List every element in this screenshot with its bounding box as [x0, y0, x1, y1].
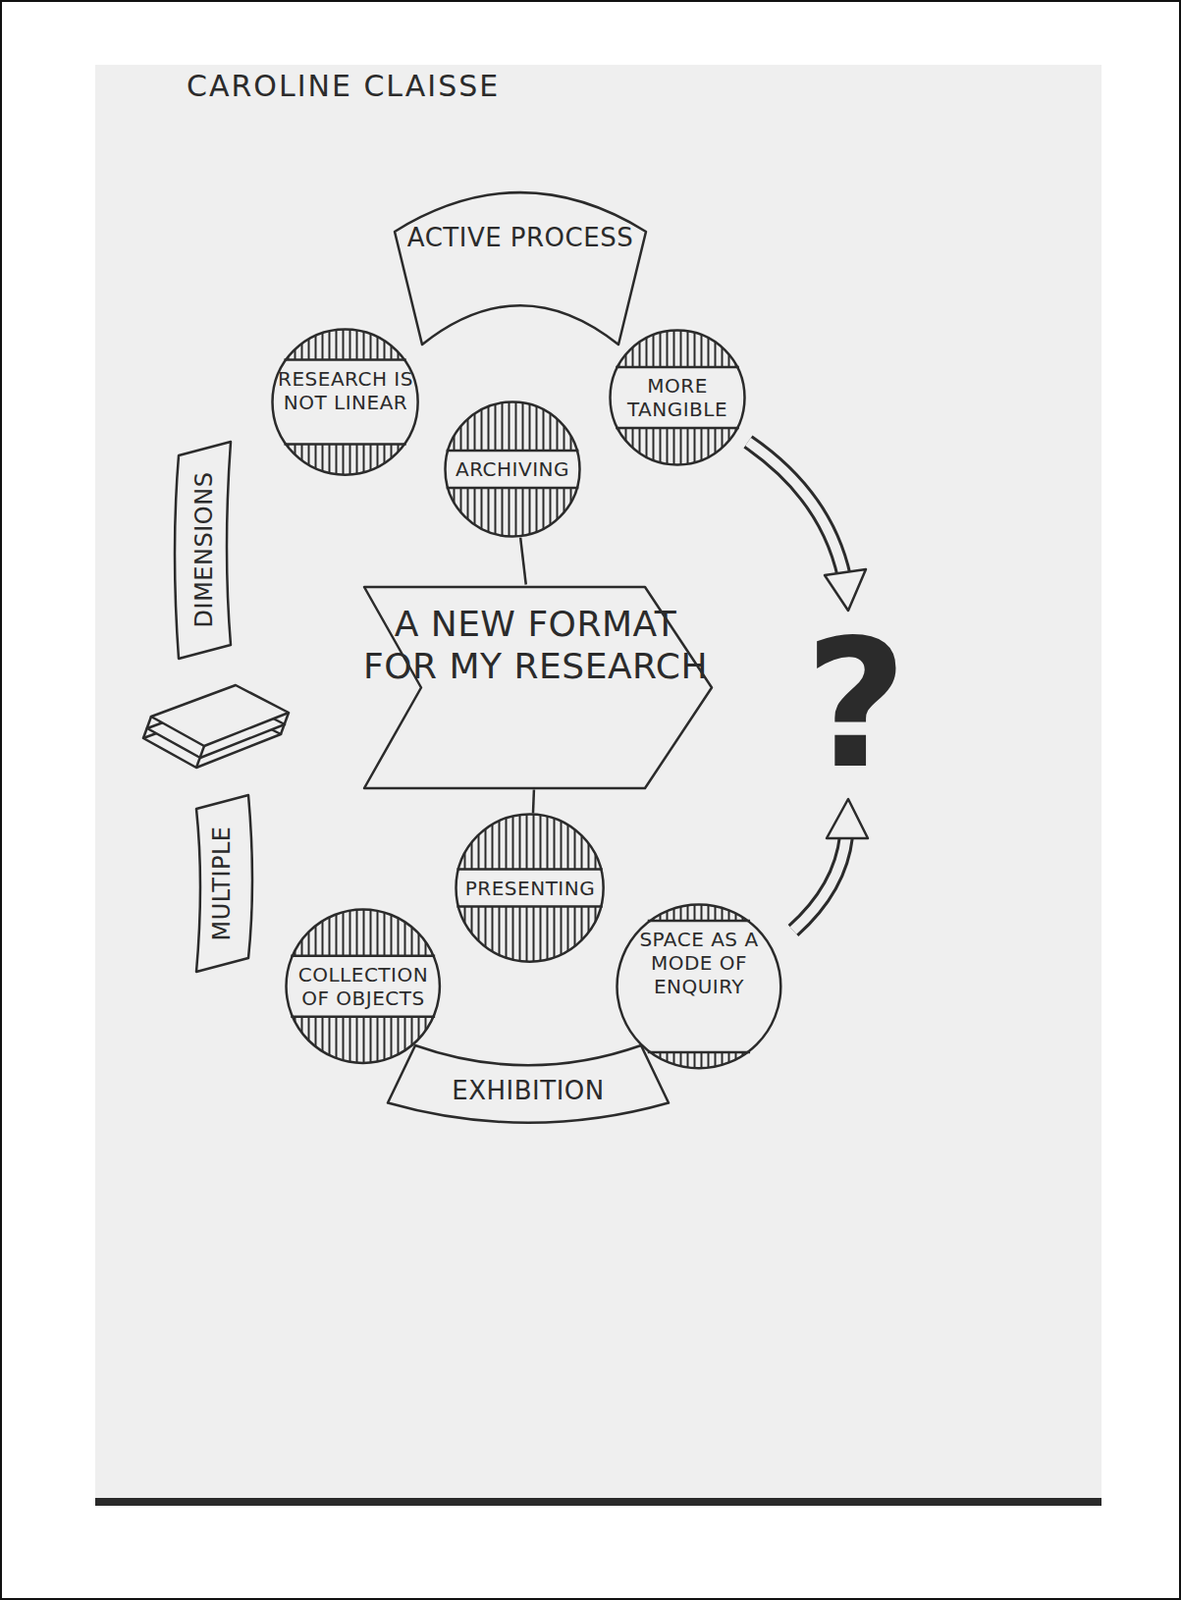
vertical-banner: DIMENSIONS	[174, 437, 235, 663]
node-text: COLLECTION OF OBJECTS	[289, 963, 437, 1011]
hatched-circle: COLLECTION OF OBJECTS	[284, 908, 441, 1065]
chevron-box: A NEW FORMAT FOR MY RESEARCH	[362, 585, 714, 791]
author-name: CAROLINE CLAISSE	[186, 68, 500, 104]
hatched-circle: RESEARCH IS NOT LINEAR	[270, 327, 420, 477]
node-text: MULTIPLE	[208, 825, 237, 941]
node-text: EXHIBITION	[451, 1075, 604, 1107]
node-text: ACTIVE PROCESS	[407, 222, 634, 254]
paper-sheet	[95, 64, 1102, 1504]
hollow-arrow	[793, 799, 868, 931]
scan-edge	[95, 1498, 1102, 1506]
node-text: SPACE AS A MODE OF ENQUIRY	[625, 927, 773, 999]
node-text: DIMENSIONS	[190, 472, 219, 629]
vertical-banner: MULTIPLE	[192, 791, 253, 976]
hatched-circle: ARCHIVING	[443, 400, 582, 538]
hollow-arrow	[748, 441, 866, 611]
question-mark: ?	[805, 616, 908, 794]
arch-banner: ACTIVE PROCESS	[394, 170, 646, 345]
hatched-circle: MORE TANGIBLE	[608, 328, 747, 467]
node-text: A NEW FORMAT FOR MY RESEARCH	[357, 602, 714, 688]
node-text: PRESENTING	[465, 876, 595, 901]
arch-banner: EXHIBITION	[387, 1045, 669, 1134]
node-outline	[394, 170, 646, 345]
connector-line	[532, 790, 536, 814]
connector-line	[520, 537, 527, 586]
node-text: MORE TANGIBLE	[618, 374, 737, 422]
book-sketch	[143, 685, 289, 768]
node-text: ARCHIVING	[455, 457, 570, 482]
hatched-circle: PRESENTING	[454, 812, 605, 964]
node-text: RESEARCH IS NOT LINEAR	[270, 367, 420, 415]
